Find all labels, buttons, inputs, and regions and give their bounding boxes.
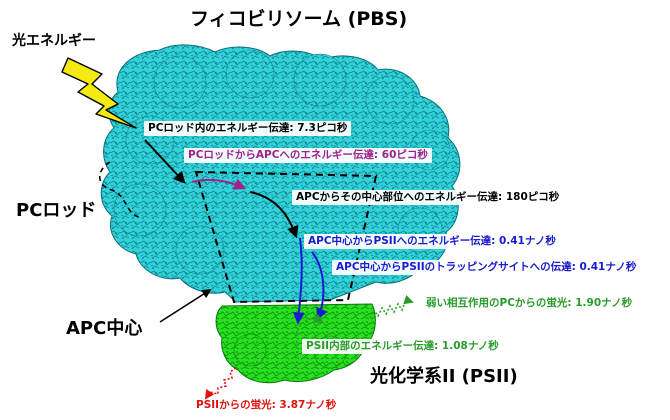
arrow-apc-to-trap xyxy=(311,251,328,321)
label-weak-pc-fluor: 弱い相互作用のPCからの蛍光: 1.90ナノ秒 xyxy=(426,297,633,309)
label-pc-internal: PCロッド内のエネルギー伝達: 7.3ピコ秒 xyxy=(144,121,352,136)
arrow-apc-to-center xyxy=(249,191,299,239)
label-psii-internal: PSII内部のエネルギー伝達: 1.08ナノ秒 xyxy=(302,339,503,354)
pc-rod-bracket xyxy=(98,161,143,219)
label-psii-fluor: PSIIからの蛍光: 3.87ナノ秒 xyxy=(196,399,337,411)
arrow-weak-pc-fluor xyxy=(369,295,414,319)
label-apc-to-psii: APC中心からPSIIへのエネルギー伝達: 0.41ナノ秒 xyxy=(304,234,560,249)
arrow-pc-to-apc xyxy=(191,178,247,190)
label-pc-to-apc: PCロッドからAPCへのエネルギー伝達: 60ピコ秒 xyxy=(184,148,432,163)
label-apc-to-trap: APC中心からPSIIのトラッピングサイトへの伝達: 0.41ナノ秒 xyxy=(332,260,641,275)
pointer-apc-core xyxy=(159,288,212,323)
diagram-title: フィコビリソーム (PBS) xyxy=(190,8,408,30)
lightning-icon xyxy=(61,57,137,129)
apc-core-label: APC中心 xyxy=(66,318,143,339)
arrow-pc-internal xyxy=(144,139,186,184)
label-apc-to-center: APCからその中心部位へのエネルギー伝達: 180ピコ秒 xyxy=(292,190,564,205)
arrow-apc-to-psii xyxy=(292,237,305,325)
psii-structure xyxy=(215,303,376,384)
psii-label: 光化学系II (PSII) xyxy=(370,366,518,387)
arrow-psii-fluor xyxy=(204,367,237,400)
light-energy-label: 光エネルギー xyxy=(12,33,96,49)
pc-rod-label: PCロッド xyxy=(16,200,97,221)
apc-core-outline xyxy=(194,170,378,304)
